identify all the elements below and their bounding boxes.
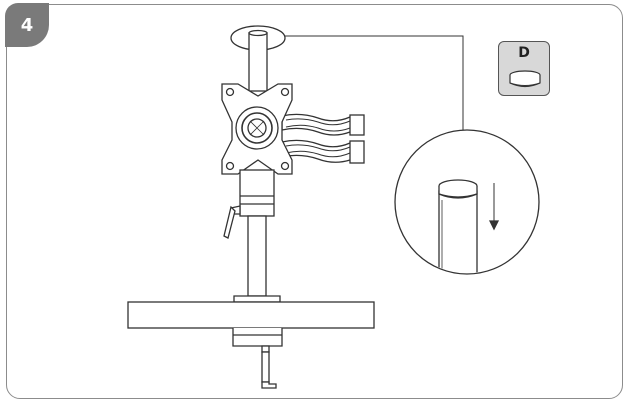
pole-cap-icon (509, 70, 541, 88)
part-d-tile: D (498, 41, 550, 96)
pole-base-flange (233, 295, 281, 303)
vesa-plate (221, 83, 293, 175)
pole-upper (248, 32, 268, 92)
tension-handle (223, 205, 241, 239)
step-number-badge: 4 (5, 3, 49, 47)
articulating-arm (281, 113, 365, 164)
desk-clamp (232, 328, 283, 389)
pole-lower (247, 215, 267, 297)
zoom-detail-circle (394, 129, 540, 275)
leader-line (285, 35, 464, 135)
desk-surface (127, 301, 375, 329)
pole-collar (239, 169, 275, 217)
zoom-pole (438, 190, 478, 273)
part-letter: D (518, 45, 530, 61)
step-number: 4 (20, 14, 34, 36)
